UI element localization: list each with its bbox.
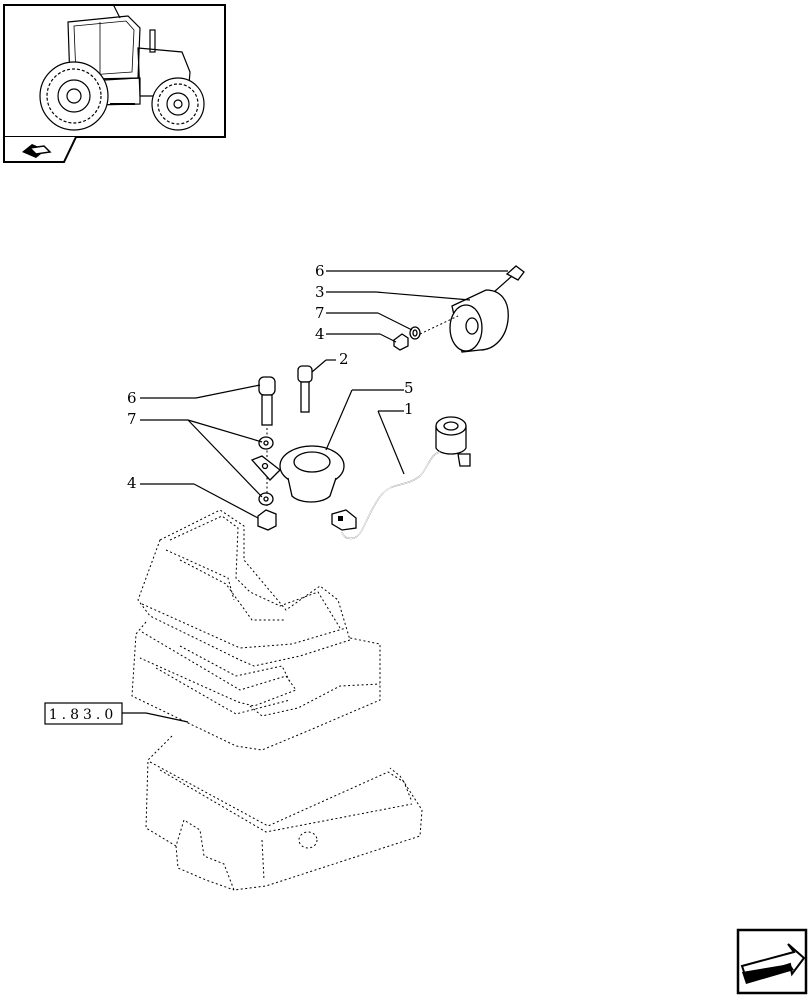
washer-7-upper	[258, 436, 274, 450]
washer-7-lower	[258, 492, 274, 506]
bolt-6-top	[493, 265, 525, 293]
book-tab[interactable]	[3, 136, 77, 163]
leader-lines	[122, 270, 508, 723]
bolt-2	[297, 365, 313, 413]
callout-4-top: 4	[315, 325, 325, 343]
nut-4-lower	[257, 509, 277, 531]
bolt-6-left	[258, 376, 276, 426]
callout-labels: 6 3 7 4 2 5 1 6 7 4	[127, 262, 414, 492]
tractor-thumbnail	[39, 3, 205, 131]
cable-connector	[331, 509, 357, 531]
reference-label: 1.83.0	[49, 707, 118, 723]
callout-7-left: 7	[127, 410, 137, 428]
nut-4-top	[393, 333, 409, 351]
mount-plate	[250, 455, 281, 481]
reference-box-1-83-0[interactable]: 1.83.0	[44, 702, 123, 725]
next-page-button[interactable]	[736, 928, 808, 995]
buzzer-1	[435, 416, 471, 467]
open-book-icon	[22, 144, 52, 158]
callout-6-top: 6	[315, 262, 325, 280]
washer-7-top	[409, 326, 421, 340]
callout-5: 5	[404, 379, 414, 397]
callout-3: 3	[315, 283, 325, 301]
thumbnail-frame[interactable]	[3, 3, 226, 138]
next-page-arrow-icon	[740, 943, 806, 984]
callout-4-left: 4	[127, 474, 137, 492]
console-housing	[131, 509, 423, 891]
callout-1: 1	[404, 400, 414, 418]
buzzer-cable	[341, 451, 441, 540]
callout-6-left: 6	[127, 389, 137, 407]
callout-2: 2	[339, 350, 349, 368]
callout-7-top: 7	[315, 304, 325, 322]
horn-5	[279, 445, 345, 503]
